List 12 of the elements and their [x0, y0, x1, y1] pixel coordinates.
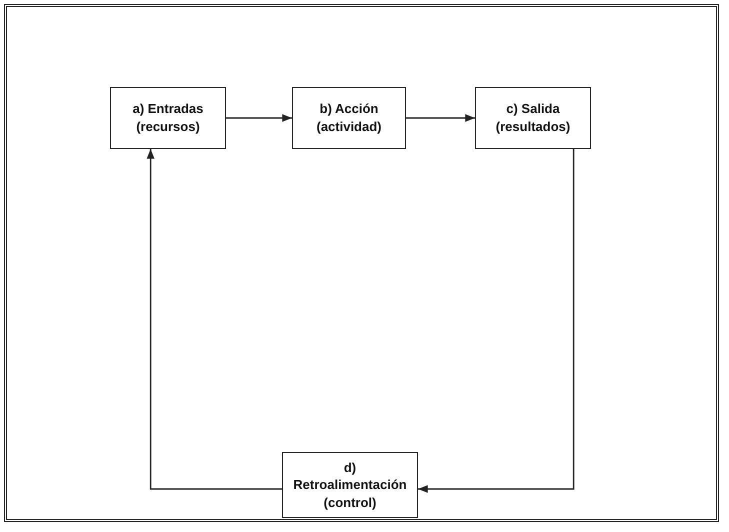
- process-box: [475, 87, 591, 149]
- process-box: [292, 87, 406, 149]
- box-label: d) Retroalimentación (control): [292, 458, 408, 512]
- box-label: c) Salida (resultados): [494, 100, 572, 136]
- arrow: [418, 149, 574, 493]
- box-label: b) Acción (actividad): [315, 100, 382, 136]
- arrow: [146, 149, 282, 490]
- arrow: [406, 114, 475, 122]
- process-box: [282, 452, 418, 518]
- arrow: [226, 114, 292, 122]
- box-label: a) Entradas (recursos): [132, 100, 204, 136]
- process-box: [110, 87, 226, 149]
